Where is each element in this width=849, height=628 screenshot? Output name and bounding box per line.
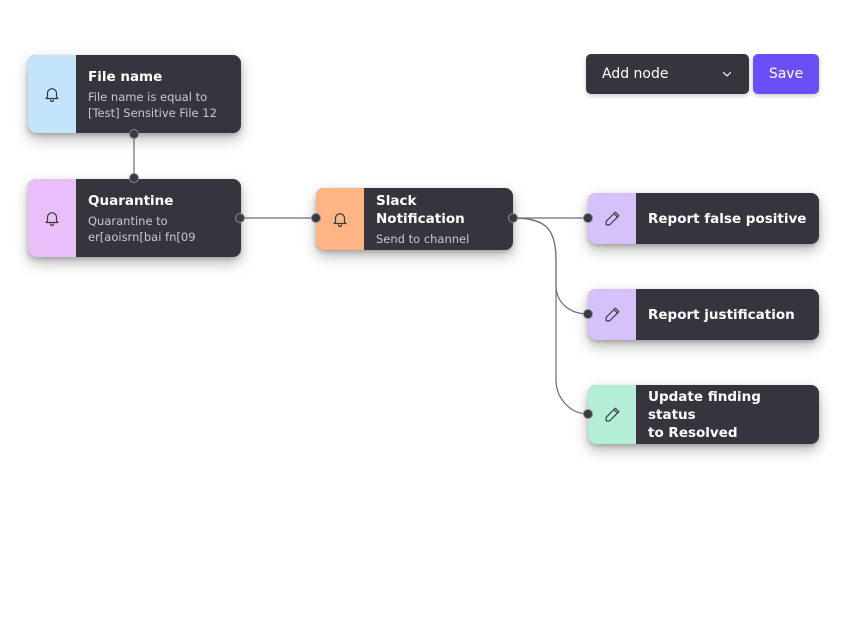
node-report-false-positive[interactable]: Report false positive: [588, 193, 819, 244]
node-content: Slack Notification Send to channel: [364, 188, 513, 250]
edge-slack-to-report-justification: [512, 217, 589, 315]
output-handle[interactable]: [235, 213, 245, 223]
bell-icon: [331, 210, 349, 228]
node-strip: [588, 385, 636, 444]
node-content: Quarantine Quarantine to er[aoisrn[bai f…: [76, 179, 208, 257]
input-handle[interactable]: [311, 213, 321, 223]
input-handle[interactable]: [129, 173, 139, 183]
node-content: Report false positive: [636, 193, 818, 244]
bell-icon: [43, 209, 61, 227]
node-title: File name: [88, 68, 163, 85]
edge-slack-to-update-status: [512, 217, 589, 415]
toolbar: Add node Save: [586, 54, 819, 94]
node-update-finding-status[interactable]: Update finding status to Resolved: [588, 385, 819, 444]
node-content: Update finding status to Resolved: [636, 385, 819, 444]
add-node-dropdown[interactable]: Add node: [586, 54, 749, 94]
node-title: Update finding status to Resolved: [648, 388, 807, 442]
bell-icon: [43, 85, 61, 103]
node-report-justification[interactable]: Report justification: [588, 289, 819, 340]
node-content: Report justification: [636, 289, 807, 340]
input-handle[interactable]: [583, 409, 593, 419]
chevron-down-icon: [721, 68, 733, 80]
node-description-line: er[aoisrn[bai fn[09: [88, 229, 196, 244]
pencil-icon: [604, 210, 621, 227]
output-handle[interactable]: [508, 213, 518, 223]
node-slack-notification[interactable]: Slack Notification Send to channel: [316, 188, 513, 250]
pencil-icon: [604, 406, 621, 423]
node-title: Report false positive: [648, 210, 807, 227]
node-strip: [28, 179, 76, 257]
node-quarantine[interactable]: Quarantine Quarantine to er[aoisrn[bai f…: [28, 179, 241, 257]
node-description: File name is equal to [Test] Sensitive F…: [88, 89, 217, 121]
node-title-line: to Resolved: [648, 424, 738, 441]
node-title: Report justification: [648, 306, 795, 323]
node-description-line: Quarantine to: [88, 213, 168, 228]
node-description-line: [Test] Sensitive File 12: [88, 105, 217, 120]
input-handle[interactable]: [583, 309, 593, 319]
node-strip: [28, 55, 76, 133]
node-strip: [588, 193, 636, 244]
pencil-icon: [604, 306, 621, 323]
node-strip: [588, 289, 636, 340]
node-description: Send to channel: [376, 231, 470, 246]
node-content: File name File name is equal to [Test] S…: [76, 55, 229, 133]
input-handle[interactable]: [583, 213, 593, 223]
node-file-name[interactable]: File name File name is equal to [Test] S…: [28, 55, 241, 133]
node-title-line: Update finding status: [648, 388, 761, 423]
node-description-line: File name is equal to: [88, 89, 208, 104]
node-description: Quarantine to er[aoisrn[bai fn[09: [88, 213, 196, 245]
node-title: Quarantine: [88, 192, 174, 209]
add-node-label: Add node: [602, 66, 669, 82]
node-strip: [316, 188, 364, 250]
save-button[interactable]: Save: [753, 54, 819, 94]
node-title: Slack Notification: [376, 192, 465, 227]
output-handle[interactable]: [129, 129, 139, 139]
